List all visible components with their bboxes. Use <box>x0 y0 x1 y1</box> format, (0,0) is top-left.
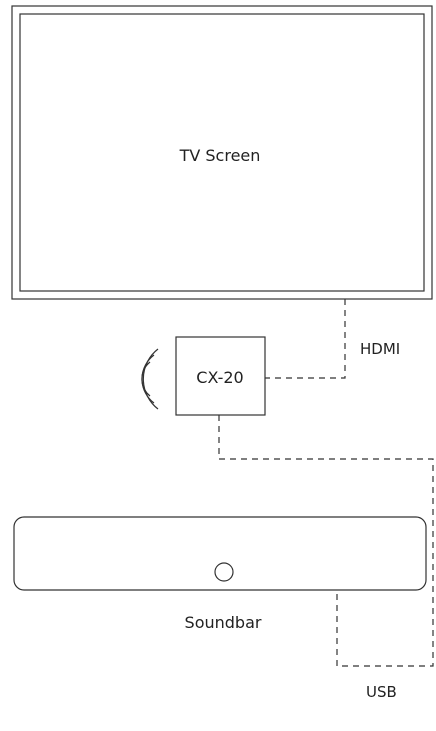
tv-screen <box>19 13 425 292</box>
hdmi-label: HDMI <box>360 340 400 358</box>
tv: TV Screen <box>11 5 433 300</box>
hdmi-cable <box>265 299 346 379</box>
tv-screen-label: TV Screen <box>179 146 261 165</box>
circle-button-icon <box>214 562 234 582</box>
cx20-label: CX-20 <box>196 368 243 387</box>
usb-label: USB <box>366 683 397 701</box>
soundbar: Soundbar <box>13 516 427 632</box>
cx20-box <box>175 336 266 416</box>
cx20-device: CX-20 <box>175 336 266 416</box>
usb-cable <box>218 415 434 667</box>
soundbar-body <box>13 516 427 591</box>
soundbar-label: Soundbar <box>185 613 262 632</box>
wireless-waves-icon <box>141 348 159 410</box>
